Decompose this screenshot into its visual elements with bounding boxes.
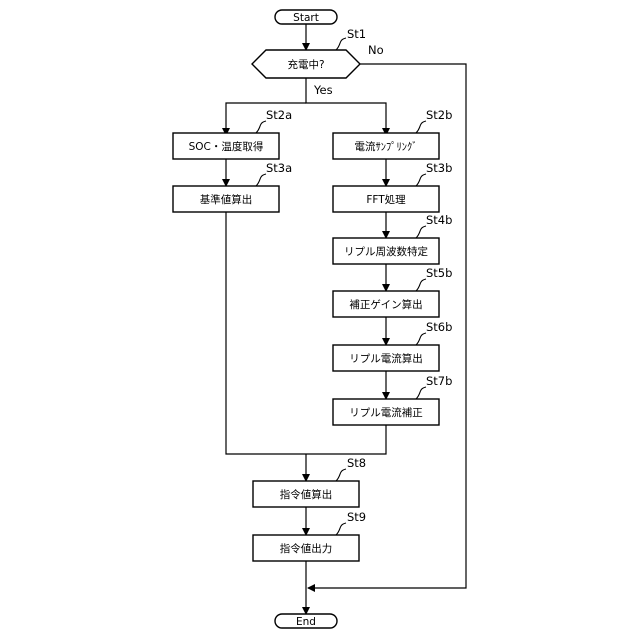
step-leader-st6b: [416, 333, 426, 345]
step-label-st1: St1: [347, 27, 366, 41]
line-right-branch-merge: [306, 425, 386, 454]
process-text-st9: 指令値出力: [280, 542, 333, 555]
decision-charging: 充電中? St1 No Yes: [252, 27, 384, 97]
step-leader-st4b: [416, 226, 426, 238]
process-text-st6b: リプル電流算出: [349, 352, 423, 365]
step-label-st7b: St7b: [426, 374, 452, 388]
start-terminal: Start: [275, 10, 337, 24]
step-leader-st3a: [256, 174, 266, 186]
process-text-st2b: 電流ｻﾝﾌﾟﾘﾝｸﾞ: [355, 140, 418, 153]
process-box-st2a: SOC・温度取得 St2a: [173, 108, 292, 159]
start-label: Start: [293, 12, 319, 24]
step-label-st8: St8: [347, 456, 366, 470]
process-box-st9: 指令値出力 St9: [253, 510, 366, 561]
process-text-st8: 指令値算出: [280, 488, 333, 501]
line-left-branch-merge: [226, 212, 306, 454]
step-label-st9: St9: [347, 510, 366, 524]
step-leader-st2a: [256, 121, 266, 133]
step-leader-st3b: [416, 174, 426, 186]
step-label-st5b: St5b: [426, 266, 452, 280]
process-box-st5b: 補正ゲイン算出 St5b: [333, 266, 452, 317]
decision-text: 充電中?: [287, 58, 324, 71]
end-label: End: [296, 616, 316, 628]
step-leader-st1: [336, 38, 346, 50]
step-label-st4b: St4b: [426, 213, 452, 227]
step-label-st6b: St6b: [426, 320, 452, 334]
no-label: No: [368, 43, 384, 57]
process-box-st3a: 基準値算出 St3a: [173, 161, 292, 212]
process-box-st7b: リプル電流補正 St7b: [333, 374, 452, 425]
process-text-st5b: 補正ゲイン算出: [349, 298, 422, 311]
process-text-st3b: FFT処理: [366, 193, 406, 206]
step-label-st2a: St2a: [266, 108, 292, 122]
process-text-st2a: SOC・温度取得: [189, 140, 264, 153]
process-box-st8: 指令値算出 St8: [253, 456, 366, 507]
process-box-st6b: リプル電流算出 St6b: [333, 320, 452, 371]
step-label-st3b: St3b: [426, 161, 452, 175]
yes-label: Yes: [313, 83, 333, 97]
process-box-st3b: FFT処理 St3b: [333, 161, 452, 212]
end-terminal: End: [275, 614, 337, 628]
step-label-st2b: St2b: [426, 108, 452, 122]
step-leader-st9: [336, 523, 346, 535]
step-label-st3a: St3a: [266, 161, 292, 175]
process-box-st4b: リプル周波数特定 St4b: [333, 213, 452, 264]
step-leader-st2b: [416, 121, 426, 133]
process-box-st2b: 電流ｻﾝﾌﾟﾘﾝｸﾞ St2b: [333, 108, 452, 159]
process-text-st7b: リプル電流補正: [349, 406, 423, 419]
step-leader-st7b: [416, 387, 426, 399]
step-leader-st5b: [416, 279, 426, 291]
process-text-st4b: リプル周波数特定: [344, 245, 428, 258]
step-leader-st8: [336, 469, 346, 481]
process-text-st3a: 基準値算出: [200, 193, 253, 206]
